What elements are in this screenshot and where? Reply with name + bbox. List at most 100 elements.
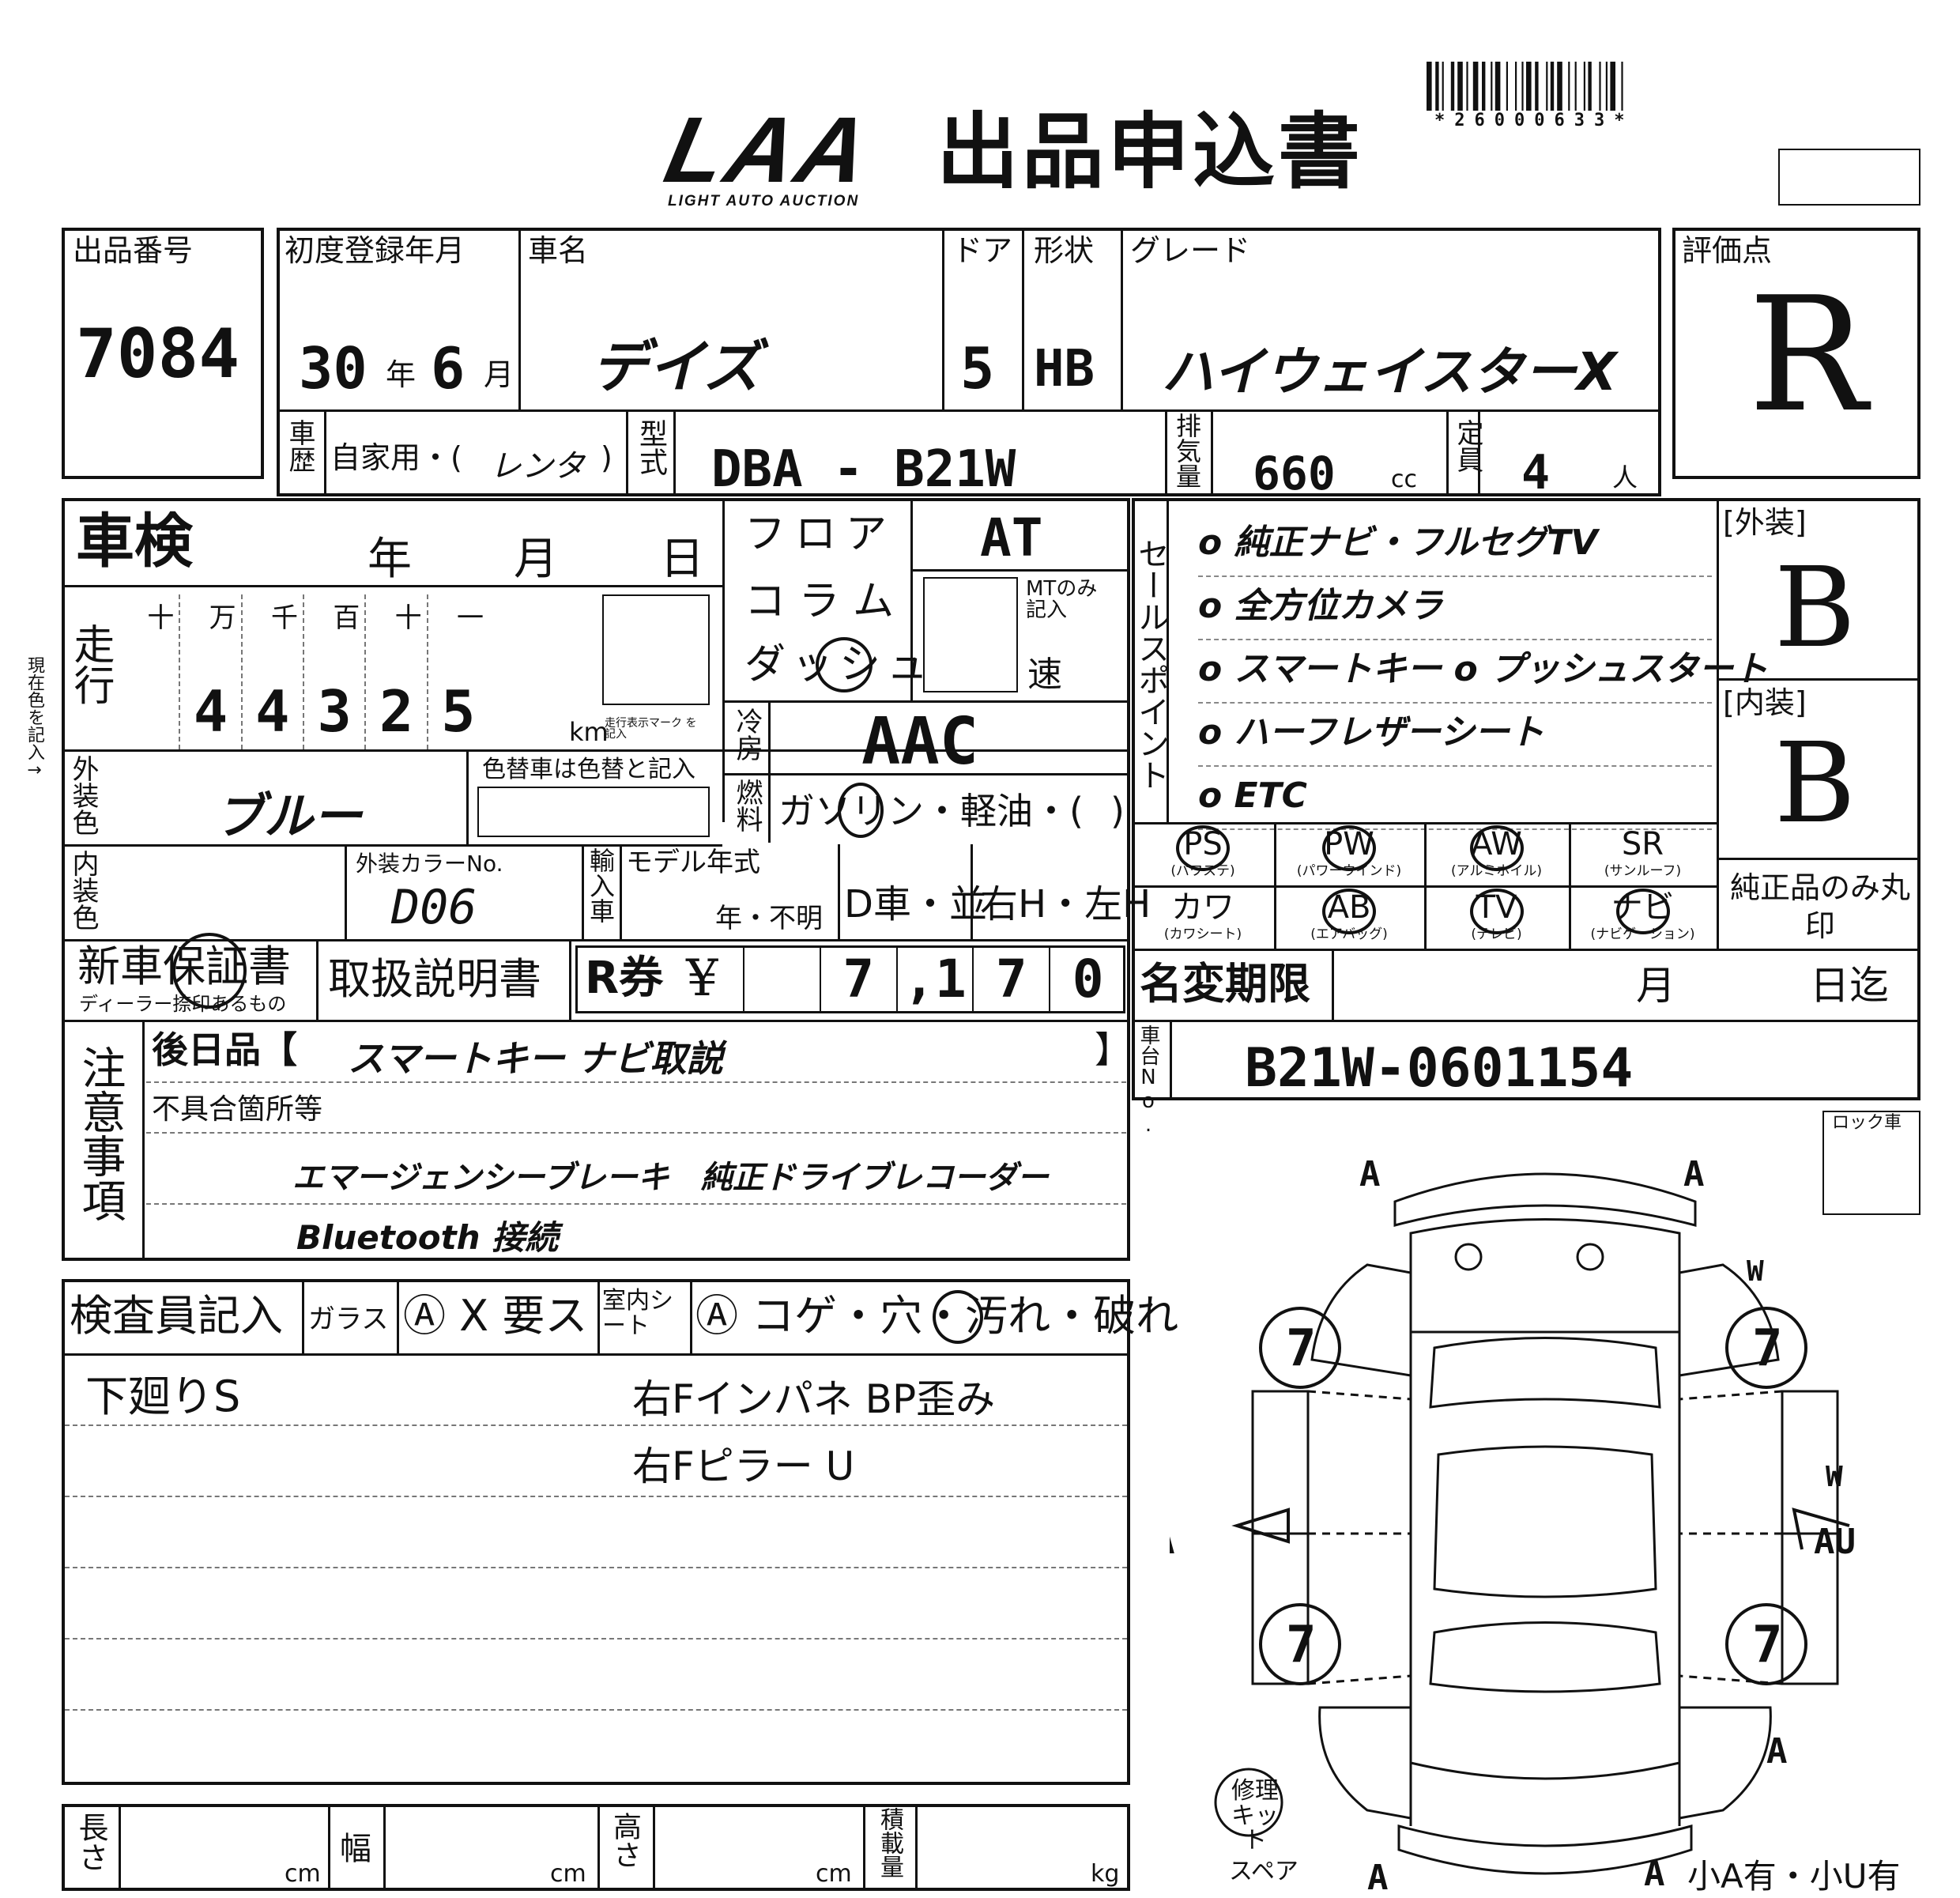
hood <box>1409 1218 1681 1334</box>
equipment-option: SR(サンルーフ) <box>1569 822 1717 885</box>
grade-label: グレード <box>1130 233 1251 268</box>
inspection-label: 車検 <box>76 508 193 575</box>
exterior-color-note: 色替車は色替と記入 <box>482 756 695 783</box>
mileage-unit-label: 十 <box>394 602 422 634</box>
repair-kit-label: 修理キット <box>1231 1777 1279 1855</box>
history-value: レンタ <box>490 448 585 485</box>
damage-mark: A <box>1170 1522 1175 1562</box>
model-label: 型式 <box>635 419 667 476</box>
roof <box>1433 1445 1657 1598</box>
mileage-digit: 4 <box>255 678 290 745</box>
damage-mark: A <box>1359 1154 1381 1194</box>
model-year-label: モデル年式 <box>626 847 760 878</box>
door-label: ドア <box>952 233 1013 268</box>
inspector-left-note: 下廻りS <box>85 1372 241 1421</box>
mileage-unit-label: 千 <box>270 602 298 634</box>
front-left-fender <box>1310 1263 1412 1377</box>
car-name-value: デイズ <box>591 334 760 400</box>
inspector-right-note-2: 右Fピラー U <box>632 1443 855 1489</box>
sales-point-item: o スマートキー o プッシュスタート <box>1198 642 1768 704</box>
equipment-option: ナビ(ナビゲーション) <box>1569 885 1717 949</box>
sales-label: セールスポイント <box>1133 538 1169 791</box>
mileage-cell: 十 <box>117 594 179 749</box>
length-label: 長さ <box>74 1812 108 1872</box>
rear-bumper <box>1397 1824 1693 1875</box>
dimensions-block <box>62 1804 1130 1891</box>
equipment-sub: (エアバッグ) <box>1310 926 1388 942</box>
glass-label: ガラス <box>308 1304 389 1335</box>
glass-value: Ⓐ X 要ス <box>403 1291 588 1341</box>
tire-mark: 7 <box>1286 1319 1317 1378</box>
mileage-note: 走行表示マーク を記入 <box>605 717 697 741</box>
mt-note: MTのみ記入 <box>1026 577 1098 623</box>
equipment-option: AW(アルミホイル) <box>1424 822 1569 885</box>
lock-label: ロック車 <box>1832 1113 1902 1133</box>
barcode-number: *26000633* <box>1434 111 1634 130</box>
ac-value: AAC <box>861 704 979 779</box>
equipment-sub: (アルミホイル) <box>1450 863 1543 879</box>
seat-stain-circle <box>933 1290 983 1344</box>
left-door-rear <box>1251 1532 1310 1685</box>
score-label: 評価点 <box>1682 233 1773 268</box>
mt-speed: 速 <box>1027 655 1062 695</box>
inspection-month: 月 <box>514 534 558 585</box>
interior-grade-value: B <box>1774 719 1856 848</box>
notes-line-1: エマージェンシーブレーキ 純正ドライブレコーダー <box>292 1160 1049 1196</box>
body-outline <box>1409 1332 1681 1780</box>
equipment-circle <box>1469 825 1524 871</box>
damage-mark: W <box>1826 1461 1843 1493</box>
load-label: 積載量 <box>876 1807 903 1878</box>
exterior-grade-label: [外装] <box>1723 505 1807 540</box>
fuel-close: ) <box>1110 790 1125 832</box>
shape-value: HB <box>1034 340 1095 398</box>
vehicle-info-box <box>277 228 1661 496</box>
later-close: 】 <box>1095 1028 1131 1071</box>
tire-front-right <box>1725 1307 1807 1389</box>
recycle-digit: 7 <box>972 945 1049 1013</box>
registration-month-unit: 月 <box>484 357 514 392</box>
grade-value: ハイウェイスターX <box>1162 341 1617 402</box>
interior-color-label: 内装色 <box>67 850 99 930</box>
windshield <box>1429 1337 1661 1409</box>
registration-month: 6 <box>431 335 466 402</box>
mileage-unit-label: 百 <box>333 602 360 634</box>
shift-column: コ ラ ム <box>744 578 895 625</box>
equipment-sub: (ナビゲーション) <box>1590 926 1695 942</box>
notes-label: 注意事項 <box>74 1045 126 1222</box>
equipment-option: PW(パワーウインド) <box>1274 822 1424 885</box>
capacity-value: 4 <box>1521 445 1551 500</box>
later-label: 後日品【 <box>152 1028 297 1071</box>
shift-value: AT <box>980 508 1043 568</box>
equipment-sub: (パワステ) <box>1170 863 1235 879</box>
car-diagram: 7777AAWAWAUAAA <box>1170 1154 1856 1897</box>
genuine-note: 純正品のみ丸印 <box>1729 870 1910 943</box>
later-value: スマートキー ナビ取説 <box>348 1037 723 1080</box>
color-change-box <box>477 787 710 837</box>
equipment-option: AB(エアバッグ) <box>1274 885 1424 949</box>
front-bumper <box>1393 1172 1697 1227</box>
damage-mark: A <box>1644 1854 1665 1894</box>
sales-point-item: o ETC <box>1198 768 1712 830</box>
exterior-color-value: ブルー <box>215 787 363 845</box>
damage-mark: W <box>1747 1255 1764 1288</box>
interior-grade-label: [内装] <box>1723 685 1807 720</box>
height-label: 高さ <box>609 1812 641 1869</box>
lot-label: 出品番号 <box>73 233 194 268</box>
load-unit: kg <box>1091 1860 1120 1888</box>
shift-dash-circle <box>816 637 873 692</box>
length-unit: cm <box>285 1860 321 1888</box>
model-value: DBA - B21W <box>711 440 1016 499</box>
mt-box <box>923 577 1018 692</box>
stamp-box <box>1778 149 1920 206</box>
defects-label: 不具合箇所等 <box>152 1093 323 1126</box>
recycle-digit: ,1 <box>895 945 973 1013</box>
tire-front-left <box>1259 1307 1341 1389</box>
equipment-circle <box>1322 825 1376 871</box>
equipment-option: TV(テレビ) <box>1424 885 1569 949</box>
front-right-fender <box>1679 1263 1780 1377</box>
mileage-digit: 5 <box>441 678 476 745</box>
